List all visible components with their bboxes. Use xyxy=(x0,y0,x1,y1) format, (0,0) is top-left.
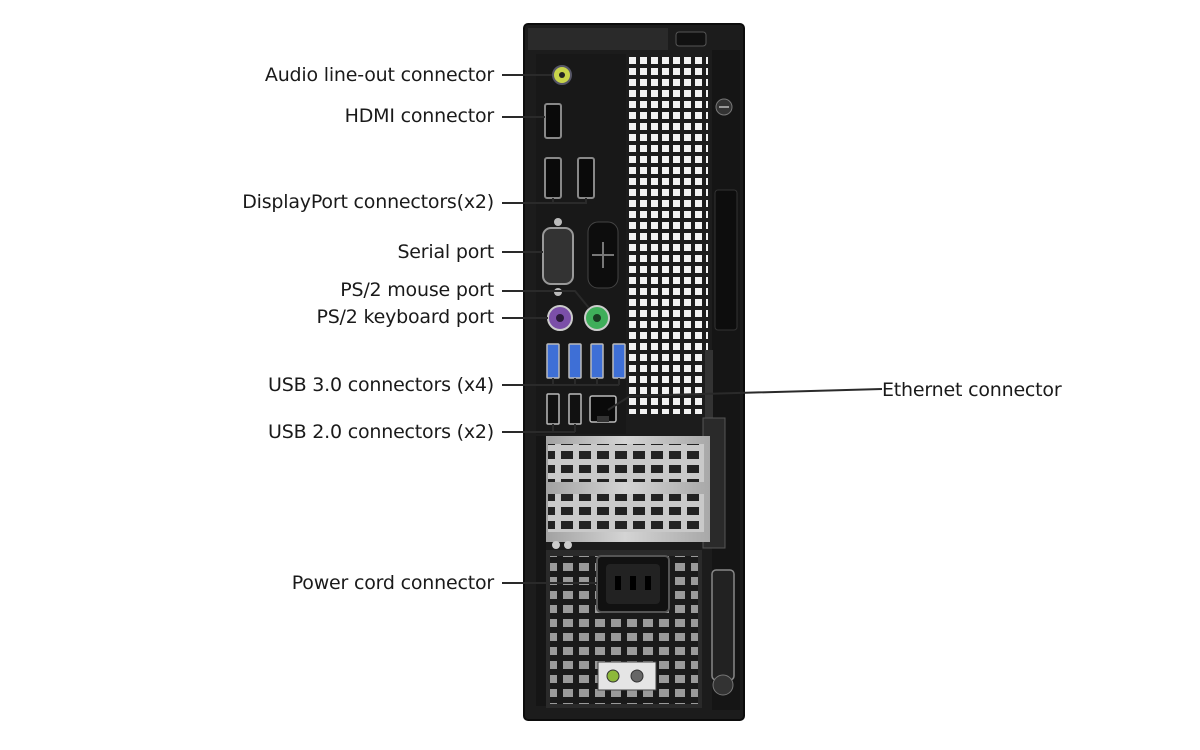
right-latch xyxy=(714,189,738,331)
expansion-slot-grid-1 xyxy=(548,444,704,482)
callout-hdmi: HDMI connector xyxy=(344,105,495,127)
displayport-port-2 xyxy=(577,157,595,199)
callout-displayport: DisplayPort connectors(x2) xyxy=(242,191,494,213)
callout-usb3: USB 3.0 connectors (x4) xyxy=(268,374,494,396)
usb2-port-1 xyxy=(546,393,560,425)
callout-usb2: USB 2.0 connectors (x2) xyxy=(268,421,494,443)
callout-ps2-mouse: PS/2 mouse port xyxy=(340,279,494,301)
displayport-port-1 xyxy=(544,157,562,199)
psu-diagnostic-panel xyxy=(597,661,657,691)
usb3-port-1 xyxy=(546,343,560,379)
upper-vent-grid xyxy=(628,54,708,414)
side-vent-lower xyxy=(705,350,713,420)
top-latch xyxy=(675,31,707,47)
security-slot xyxy=(711,569,735,681)
expansion-slot-grid-2 xyxy=(548,494,704,532)
callout-audio-line-out: Audio line-out connector xyxy=(264,64,494,86)
psu-led xyxy=(606,669,620,683)
chassis-top-left-panel xyxy=(528,28,668,50)
usb3-port-2 xyxy=(568,343,582,379)
callout-ps2-keyboard: PS/2 keyboard port xyxy=(316,306,494,328)
serial-port xyxy=(542,227,574,285)
callout-serial: Serial port xyxy=(397,241,494,263)
usb3-port-3 xyxy=(590,343,604,379)
leader-lines xyxy=(502,74,883,584)
callout-ethernet: Ethernet connector xyxy=(882,379,1062,401)
callout-power: Power cord connector xyxy=(291,572,495,594)
hdmi-port xyxy=(544,103,562,139)
psu-test-button xyxy=(630,669,644,683)
usb2-port-2 xyxy=(568,393,582,425)
usb3-port-4 xyxy=(612,343,626,379)
